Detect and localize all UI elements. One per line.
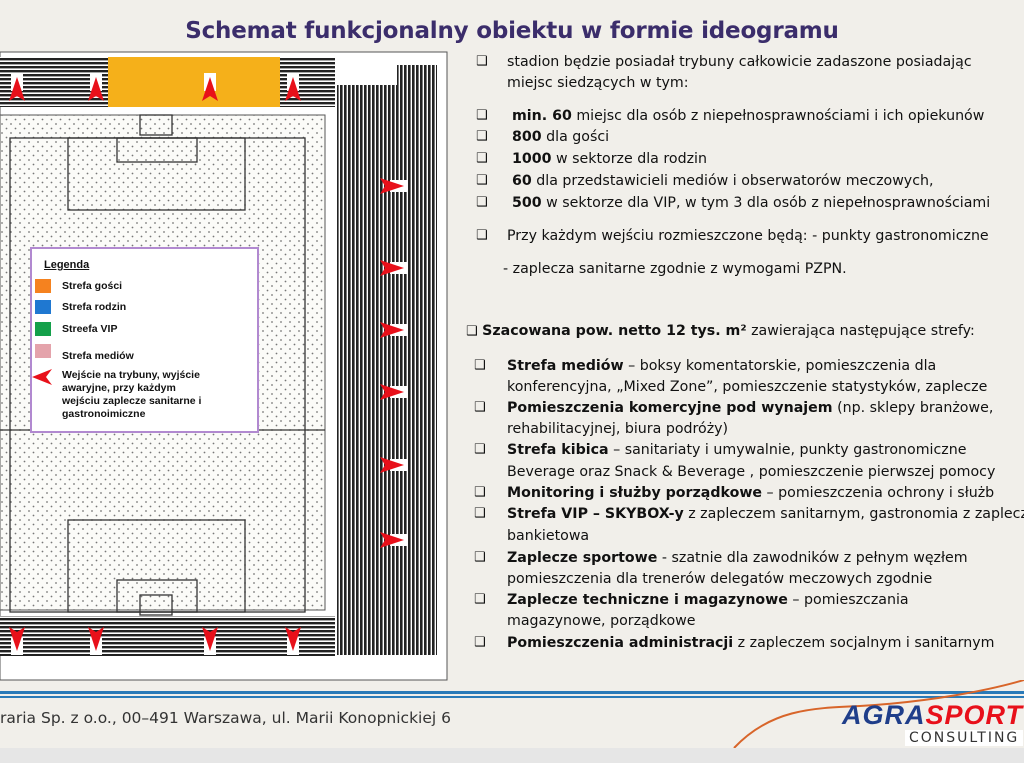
entrance-arrow-icon [380,178,404,194]
legend-swatch-vip [35,322,51,336]
footer-divider [0,696,1024,698]
entrance-arrow-icon [88,77,104,101]
legend-label: Strefa mediów [62,350,134,362]
text-line: Pomieszczenia komercyjne pod wynajem (np… [507,400,994,416]
entrance-arrow-icon [380,532,404,548]
page-title: Schemat funkcjonalny obiektu w formie id… [185,18,839,44]
text-line: Strefa mediów – boksy komentatorskie, po… [507,358,937,374]
text-line: 1000 w sektorze dla rodzin [512,151,707,167]
bullet-icon: ❑ [476,129,488,144]
text-line: min. 60 miejsc dla osób z niepełnosprawn… [512,108,985,124]
entrance-arrow-icon [285,627,301,651]
legend-arrow-line: wejściu zaplecze sanitarne i [62,395,202,407]
text-line: stadion będzie posiadał trybuny całkowic… [507,54,972,70]
text-line: Zaplecze techniczne i magazynowe – pomie… [507,592,909,608]
text-line: 800 dla gości [512,129,610,145]
bullet-icon: ❑ [466,324,478,339]
legend-swatch-family [35,300,51,314]
company-logo-sub: CONSULTING [905,730,1024,746]
text-line: Strefa VIP – SKYBOX-y z zapleczem sanita… [507,506,1024,522]
bullet-icon: ❑ [476,108,488,123]
guest-sector [108,57,280,107]
legend-arrow-label: Wejście na trybuny, wyjście awaryjne, pr… [62,369,201,421]
company-logo: AGRASPORT [842,700,1024,730]
legend-arrow-line: awaryjne, przy każdym [62,382,176,394]
text-line: Beverage oraz Snack & Beverage , pomiesz… [507,464,996,480]
legend-swatch-media [35,344,51,358]
text-line: - zaplecza sanitarne zgodnie z wymogami … [503,261,847,277]
entrance-arrow-icon [9,77,25,101]
footer-divider [0,691,1024,694]
entrance-arrow-icon [32,369,52,385]
text-line: Monitoring i służby porządkowe – pomiesz… [507,485,995,501]
entrance-arrow-icon [380,322,404,338]
legend-box: Legenda Strefa gości Strefa rodzin Stree… [30,247,259,433]
bullet-icon: ❑ [476,151,488,166]
footer-address: raria Sp. z o.o., 00–491 Warszawa, ul. M… [0,709,451,727]
text-line: Zaplecze sportowe - szatnie dla zawodnik… [507,550,968,566]
legend-label: Strefa rodzin [62,301,127,313]
bullet-icon: ❑ [474,550,486,565]
south-stand [0,616,335,656]
legend-label: Streefa VIP [62,323,118,335]
legend-label: Strefa gości [62,280,123,292]
bullet-icon: ❑ [474,358,486,373]
bullet-icon: ❑ [474,442,486,457]
legend-title: Legenda [44,259,90,271]
legend-swatch-guest [35,279,51,293]
entrance-arrow-icon [202,77,218,101]
legend-arrow-line: Wejście na trybuny, wyjście [62,369,200,381]
text-line: magazynowe, porządkowe [507,613,696,629]
entrance-arrow-icon [380,384,404,400]
text-line: konferencyjna, „Mixed Zone”, pomieszczen… [507,379,988,395]
text-line: 60 dla przedstawicieli mediów i obserwat… [512,173,934,189]
bullet-icon: ❑ [476,228,488,243]
text-line: Pomieszczenia administracji z zapleczem … [507,635,995,651]
east-stand [337,65,437,655]
text-line: pomieszczenia dla trenerów delegatów mec… [507,571,933,587]
bullet-icon: ❑ [474,635,486,650]
logo-swoosh [733,680,1024,749]
bullet-icon: ❑ [476,195,488,210]
entrance-arrow-icon [285,77,301,101]
bullet-icon: ❑ [476,54,488,69]
bullet-icon: ❑ [474,592,486,607]
bullet-icon: ❑ [474,400,486,415]
entrance-arrow-icon [9,627,25,651]
text-line: bankietowa [507,528,590,544]
bullet-icon: ❑ [476,173,488,188]
text-line: Strefa kibica – sanitariaty i umywalnie,… [507,442,967,458]
legend-arrow-line: gastronoimiczne [62,408,146,420]
bullet-icon: ❑ [474,485,486,500]
entrance-arrow-icon [380,457,404,473]
text-line: rehabilitacyjnej, biura podróży) [507,421,729,437]
bottom-band [0,748,1024,763]
entrance-arrow-icon [202,627,218,651]
text-line: ❑ Szacowana pow. netto 12 tys. m² zawier… [466,323,975,339]
text-line: Przy każdym wejściu rozmieszczone będą: … [507,228,989,244]
entrance-arrow-icon [380,260,404,276]
bullet-icon: ❑ [474,506,486,521]
text-line: miejsc siedzących w tym: [507,75,689,91]
entrance-arrow-icon [88,627,104,651]
text-line: 500 w sektorze dla VIP, w tym 3 dla osób… [512,195,991,211]
